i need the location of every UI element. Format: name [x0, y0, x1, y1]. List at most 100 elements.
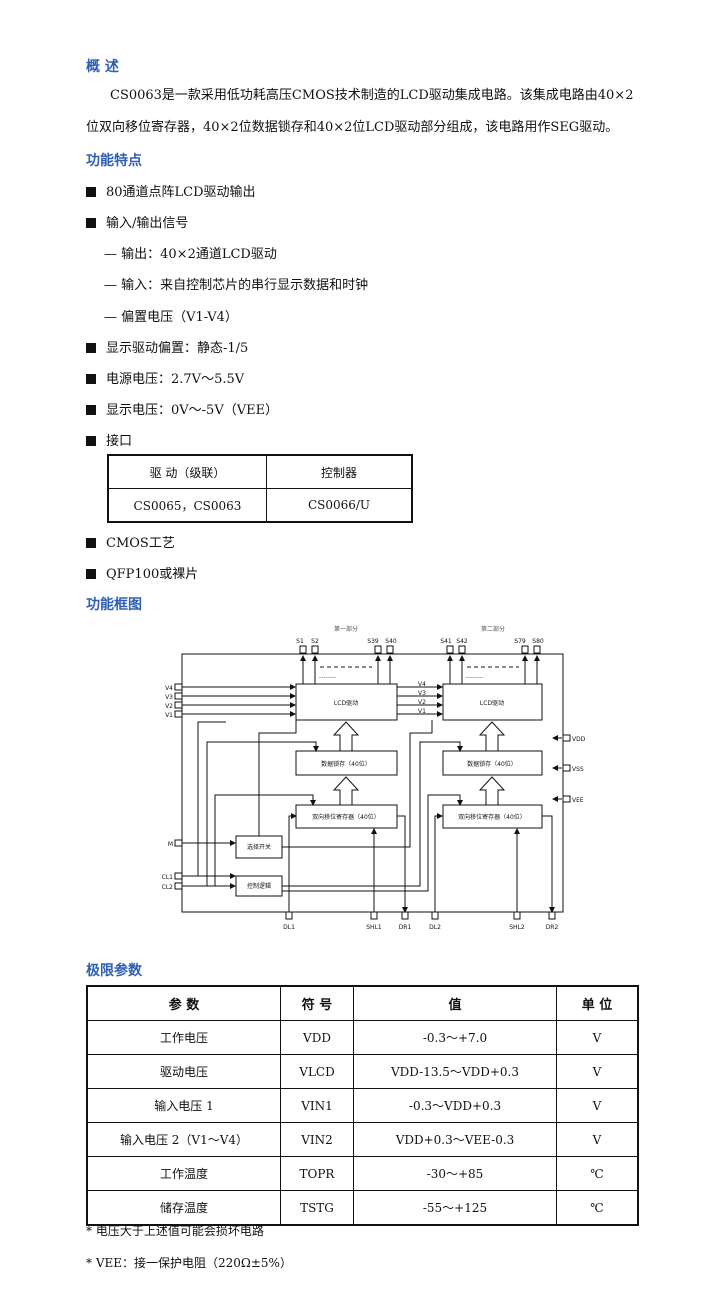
- shift-register-label: 双向移位寄存器（40位）: [312, 813, 380, 821]
- bullet-square-icon: [86, 569, 96, 579]
- bullet-square-icon: [86, 343, 96, 353]
- pin-label: V4: [165, 685, 173, 692]
- table-cell: V: [556, 1054, 639, 1089]
- bullet-square-icon: [86, 187, 96, 197]
- feature-item: 输入/输出信号: [86, 212, 188, 231]
- overview-line2: 位双向移位寄存器，40×2位数据锁存和40×2位LCD驱动部分组成，该电路用作S…: [86, 120, 619, 135]
- control-logic-label: 控制逻辑: [247, 882, 271, 890]
- chip-outline: [181, 653, 564, 913]
- table-header-cell: 单 位: [556, 985, 639, 1021]
- interface-table: 驱 动（级联） 控制器 CS0065，CS0063 CS0066/U: [107, 454, 413, 523]
- table-cell: -0.3～VDD+0.3: [353, 1088, 557, 1123]
- pin-label: DR1: [399, 924, 412, 931]
- table-row: 参 数 符 号 值 单 位: [86, 985, 639, 1021]
- table-cell: VIN1: [280, 1088, 354, 1123]
- table-header-cell: 控制器: [266, 454, 413, 489]
- pin-label: CL2: [162, 884, 174, 891]
- table-cell: VDD: [280, 1020, 354, 1055]
- pin-label: S39: [367, 638, 379, 645]
- feature-item: QFP100或裸片: [86, 563, 198, 582]
- table-row: 工作温度 TOPR -30～+85 ℃: [86, 1156, 639, 1191]
- table-cell: 输入电压 1: [86, 1088, 281, 1123]
- bullet-square-icon: [86, 436, 96, 446]
- bus-arrow-icon: [332, 776, 360, 806]
- pin-label: DL2: [429, 924, 441, 931]
- bullet-square-icon: [86, 405, 96, 415]
- power-pins: [562, 734, 571, 803]
- limits-table: 参 数 符 号 值 单 位 工作电压 VDD -0.3～+7.0 V 驱动电压 …: [86, 985, 639, 1226]
- block-diagram: 第一部分 第二部分 -------- -------- S1 S2 S39 S4…: [162, 625, 586, 931]
- limits-heading: 极限参数: [86, 963, 142, 979]
- feature-item: 接口: [86, 430, 132, 449]
- bus-arrow-icon: [478, 721, 506, 752]
- table-cell: 工作温度: [86, 1156, 281, 1191]
- pin-label: V3: [165, 694, 173, 701]
- table-row: 工作电压 VDD -0.3～+7.0 V: [86, 1020, 639, 1055]
- note: * VEE：接一保护电阻（220Ω±5%）: [86, 1256, 292, 1270]
- overview-line1: CS0063是一款采用低功耗高压CMOS技术制造的LCD驱动集成电路。该集成电路…: [110, 88, 634, 103]
- feature-item: 80通道点阵LCD驱动输出: [86, 181, 256, 200]
- table-cell: VLCD: [280, 1054, 354, 1089]
- bottom-pins: [285, 911, 556, 920]
- lcd-driver-block-1: [295, 683, 398, 721]
- feature-item: 显示驱动偏置：静态-1/5: [86, 337, 248, 356]
- pin-label: S41: [440, 638, 452, 645]
- shift-register-label: 双向移位寄存器（40位）: [458, 813, 526, 821]
- table-cell: 驱动电压: [86, 1054, 281, 1089]
- bias-label: V4: [418, 681, 426, 688]
- table-cell: TSTG: [280, 1190, 354, 1226]
- select-switch-label: 选择开关: [247, 843, 271, 851]
- pin-label: DL1: [283, 924, 295, 931]
- lcd-driver-label: LCD驱动: [480, 700, 504, 707]
- dashes: --------: [466, 674, 483, 681]
- feature-item: 电源电压：2.7V～5.5V: [86, 368, 244, 387]
- table-cell: VDD-13.5～VDD+0.3: [353, 1054, 557, 1089]
- diagram-heading: 功能框图: [86, 597, 142, 613]
- table-cell: VIN2: [280, 1122, 354, 1157]
- pin-label: DR2: [546, 924, 559, 931]
- table-row: 输入电压 1 VIN1 -0.3～VDD+0.3 V: [86, 1088, 639, 1123]
- part2-label: 第二部分: [481, 625, 505, 633]
- pin-label: S42: [456, 638, 468, 645]
- table-cell: 输入电压 2（V1～V4）: [86, 1122, 281, 1157]
- bias-input-pins: [174, 683, 183, 890]
- table-cell: 工作电压: [86, 1020, 281, 1055]
- bus-arrow-icon: [332, 721, 360, 752]
- table-cell: CS0065，CS0063: [107, 488, 267, 523]
- table-row: 驱 动（级联） 控制器: [107, 454, 413, 489]
- bias-label: V1: [418, 708, 426, 715]
- table-cell: VDD+0.3～VEE-0.3: [353, 1122, 557, 1157]
- table-header-cell: 参 数: [86, 985, 281, 1021]
- feature-item: 显示电压：0V～-5V（VEE）: [86, 399, 278, 418]
- pin-label: V1: [165, 712, 173, 719]
- pin-label: VSS: [572, 766, 584, 773]
- pin-label: S79: [514, 638, 526, 645]
- top-output-pins: [299, 645, 541, 654]
- feature-sub-item: — 输出：40×2通道LCD驱动: [104, 247, 277, 262]
- feature-sub-item: — 偏置电压（V1-V4）: [104, 310, 238, 325]
- table-cell: -30～+85: [353, 1156, 557, 1191]
- table-cell: 储存温度: [86, 1190, 281, 1226]
- bus-arrow-icon: [478, 776, 506, 806]
- bullet-square-icon: [86, 374, 96, 384]
- table-cell: TOPR: [280, 1156, 354, 1191]
- pin-label: SHL1: [366, 924, 382, 931]
- lcd-driver-label: LCD驱动: [334, 700, 358, 707]
- features-heading: 功能特点: [86, 153, 142, 169]
- pin-label: CL1: [162, 874, 174, 881]
- pin-label: S40: [385, 638, 397, 645]
- table-row: 输入电压 2（V1～V4） VIN2 VDD+0.3～VEE-0.3 V: [86, 1122, 639, 1157]
- table-cell: V: [556, 1088, 639, 1123]
- table-cell: -55～+125: [353, 1190, 557, 1226]
- data-latch-label: 数据锁存（40位）: [467, 760, 517, 768]
- table-row: CS0065，CS0063 CS0066/U: [107, 488, 413, 523]
- table-cell: V: [556, 1020, 639, 1055]
- table-cell: ℃: [556, 1156, 639, 1191]
- bullet-square-icon: [86, 538, 96, 548]
- table-row: 驱动电压 VLCD VDD-13.5～VDD+0.3 V: [86, 1054, 639, 1089]
- pin-label: S2: [311, 638, 319, 645]
- table-row: 储存温度 TSTG -55～+125 ℃: [86, 1190, 639, 1226]
- bullet-square-icon: [86, 218, 96, 228]
- table-cell: CS0066/U: [266, 488, 413, 523]
- pin-label: VEE: [572, 797, 584, 804]
